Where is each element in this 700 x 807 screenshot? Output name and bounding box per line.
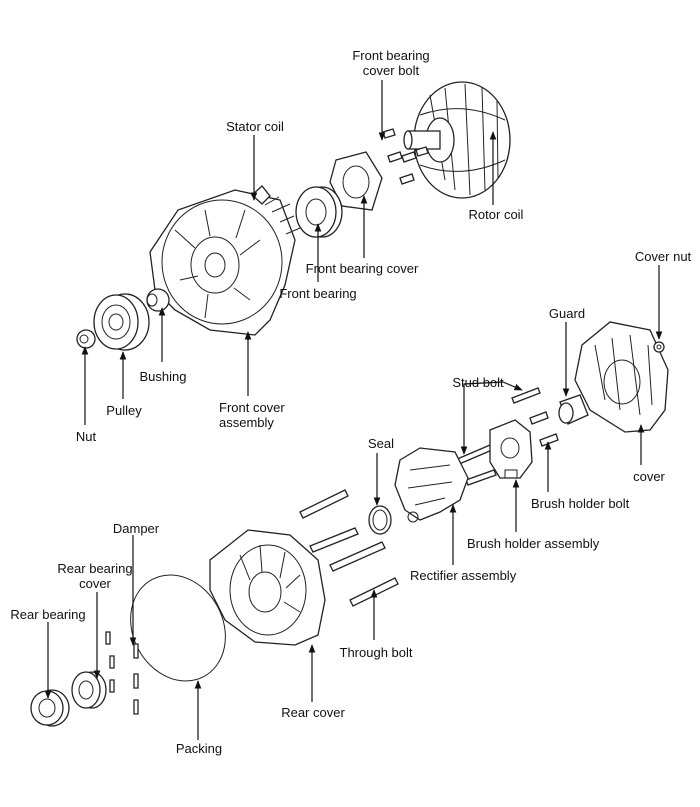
- brush-holder-bolt-parts: [529, 411, 559, 447]
- cover-part: [574, 321, 669, 433]
- label-front-cover-assembly: Front cover assembly: [219, 400, 285, 430]
- rear-bearing-cover-part: [71, 671, 107, 709]
- leader-lines: [44, 80, 663, 740]
- label-front-bearing-cover: Front bearing cover: [305, 261, 419, 276]
- label-rear-bearing-cover-line2: cover: [79, 576, 111, 591]
- label-rear-bearing-cover: Rear bearing cover: [57, 561, 132, 591]
- label-rotor-coil: Rotor coil: [468, 207, 524, 222]
- front-bearing-cover-bolt-parts: [382, 128, 429, 185]
- label-rear-bearing-cover-line1: Rear bearing: [57, 561, 133, 576]
- label-bushing: Bushing: [139, 369, 187, 384]
- label-front-cover-assembly-line2: assembly: [219, 415, 274, 430]
- label-nut: Nut: [75, 429, 97, 444]
- label-front-bearing-cover-bolt-line1: Front bearing: [352, 48, 430, 63]
- label-rectifier-assembly: Rectifier assembly: [410, 568, 517, 583]
- label-cover-nut: Cover nut: [634, 249, 692, 264]
- label-damper: Damper: [112, 521, 160, 536]
- label-stud-bolt: Stud bolt: [452, 375, 504, 390]
- label-rear-bearing: Rear bearing: [10, 607, 86, 622]
- rear-cover-part: [209, 529, 326, 646]
- label-packing: Packing: [175, 741, 223, 756]
- stud-bolt-parts: [454, 387, 541, 486]
- cover-nut-part: [653, 341, 665, 353]
- label-front-bearing: Front bearing: [279, 286, 357, 301]
- bushing-part: [146, 288, 170, 312]
- front-cover-assembly-part: [149, 185, 301, 336]
- label-stator-coil: Stator coil: [226, 119, 284, 134]
- seal-part: [368, 505, 392, 535]
- label-front-bearing-cover-bolt-line2: cover bolt: [362, 63, 420, 78]
- rectifier-assembly-part: [394, 447, 469, 523]
- label-front-cover-assembly-line1: Front cover: [219, 400, 285, 415]
- label-guard: Guard: [548, 306, 586, 321]
- label-through-bolt: Through bolt: [339, 645, 413, 660]
- label-pulley: Pulley: [106, 403, 142, 418]
- damper-parts: [105, 631, 139, 715]
- label-rear-cover: Rear cover: [281, 705, 345, 720]
- label-cover: cover: [633, 469, 665, 484]
- guard-part: [558, 394, 589, 425]
- nut-part: [76, 329, 96, 349]
- rotor-coil-part: [403, 81, 511, 199]
- front-bearing-part: [295, 186, 343, 238]
- label-brush-holder-assembly: Brush holder assembly: [467, 536, 600, 551]
- label-seal: Seal: [367, 436, 395, 451]
- pulley-part: [93, 293, 150, 351]
- label-brush-holder-bolt: Brush holder bolt: [531, 496, 630, 511]
- front-bearing-cover-part: [329, 151, 383, 211]
- label-front-bearing-cover-bolt: Front bearing cover bolt: [352, 48, 429, 78]
- brush-holder-assembly-part: [489, 419, 533, 479]
- rear-bearing-part: [30, 689, 70, 727]
